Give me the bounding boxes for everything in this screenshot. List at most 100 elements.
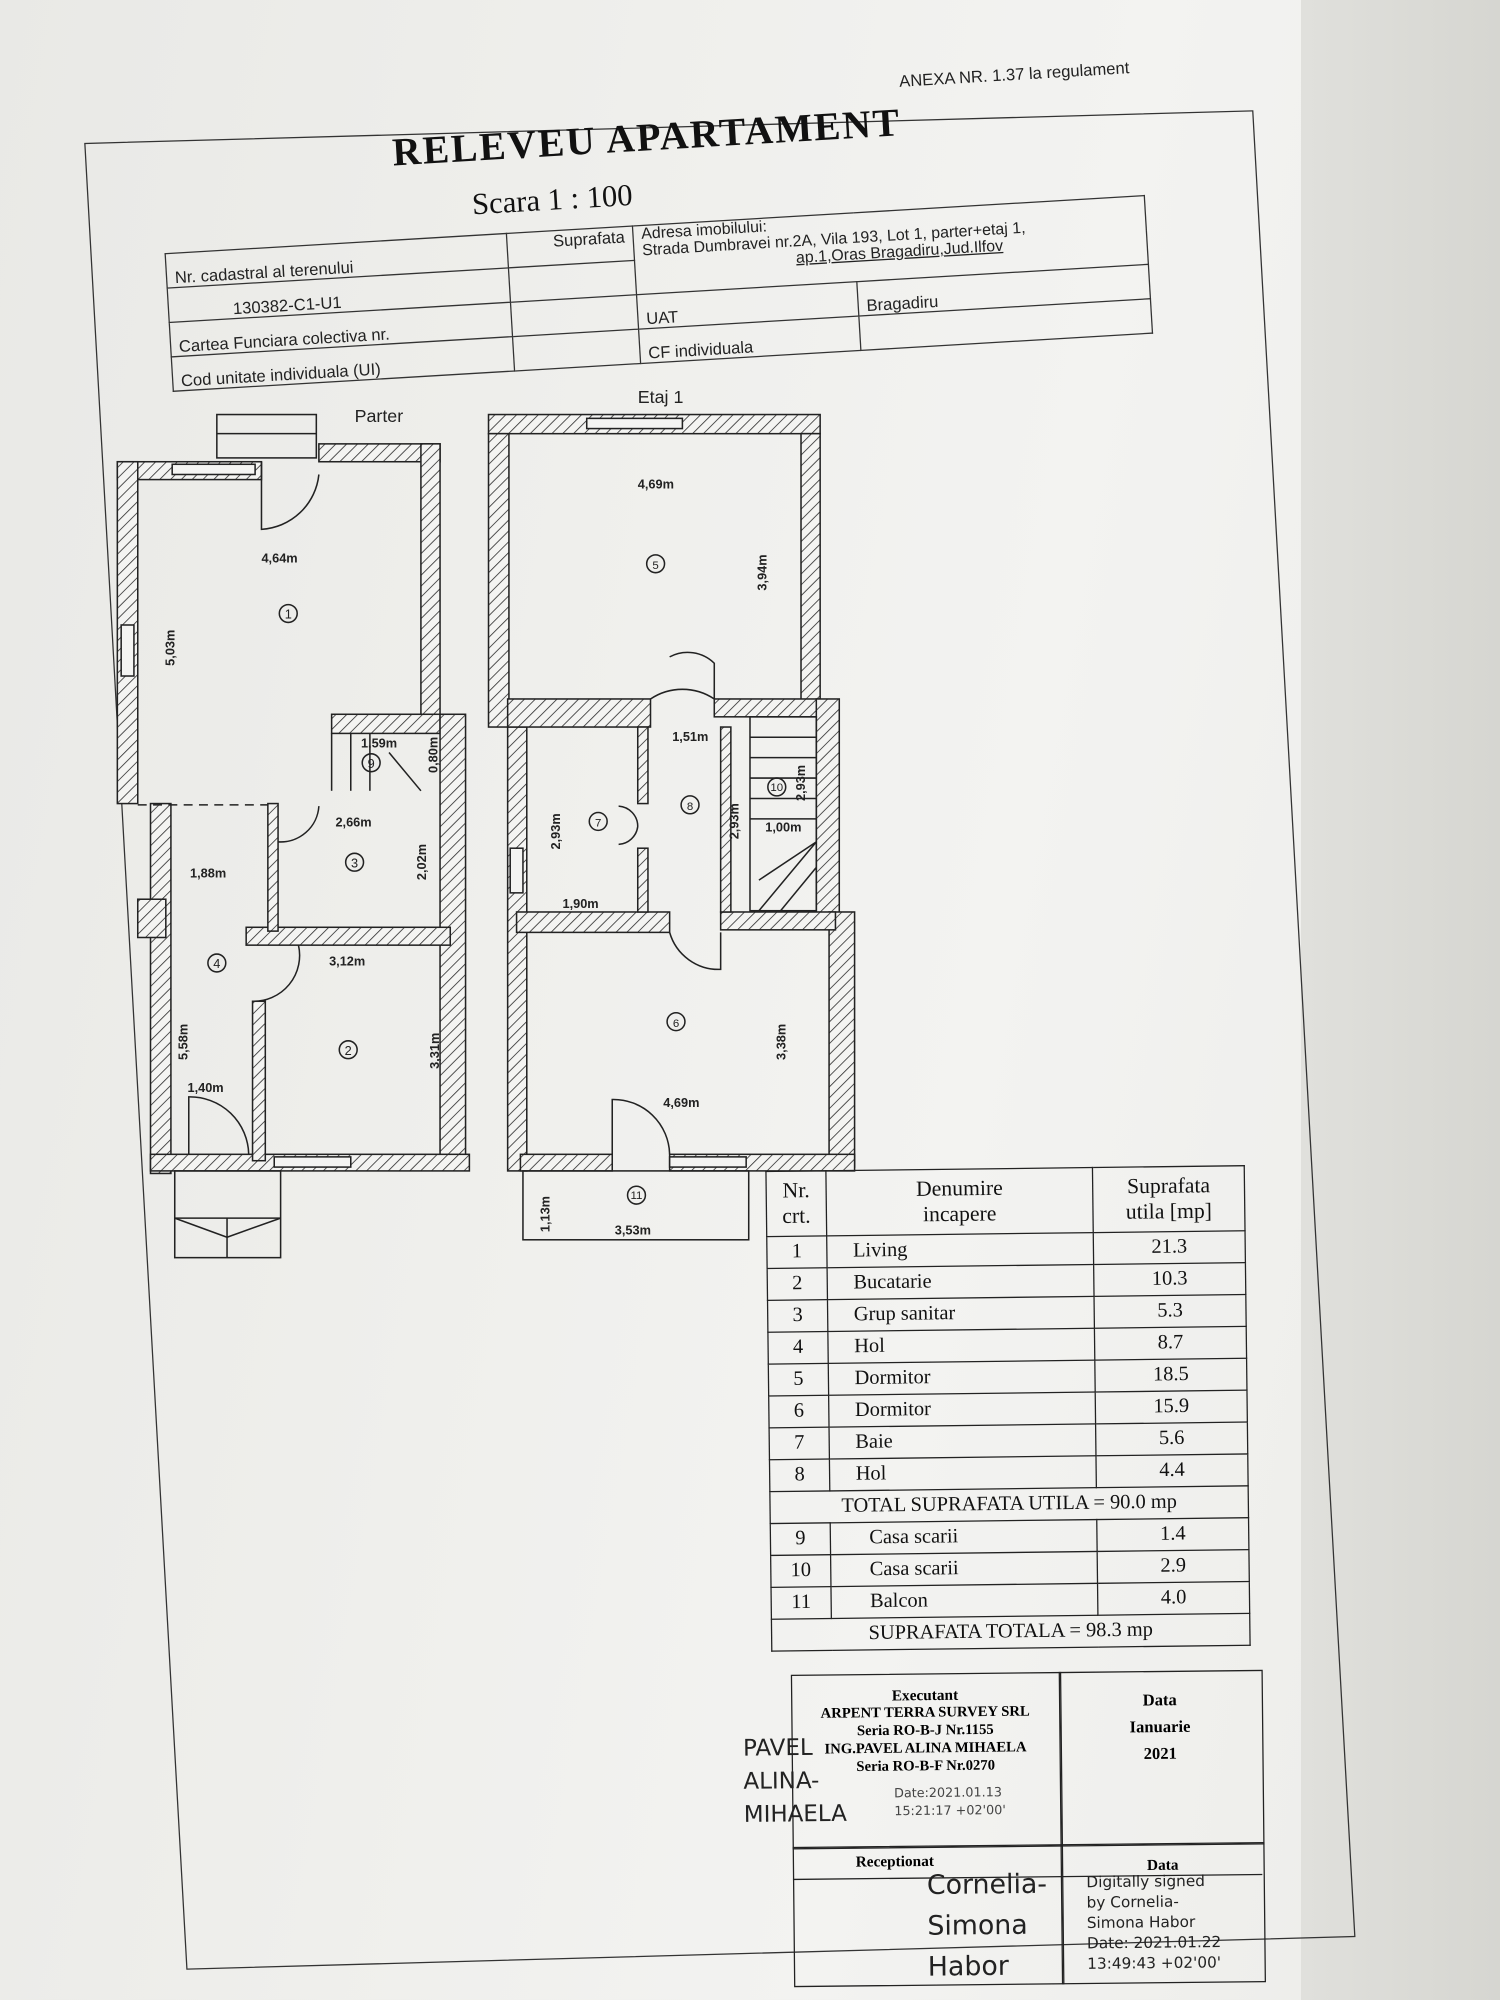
total-area: SUPRAFATA TOTALA = 98.3 mp [771, 1613, 1251, 1652]
date-value: Data Ianuarie 2021 [1059, 1685, 1261, 1767]
room-name: Casa scarii [830, 1519, 1098, 1555]
room-name: Dormitor [828, 1392, 1096, 1428]
dim-label: 2,93m [548, 813, 563, 849]
row-number: 1 [766, 1235, 828, 1269]
door [278, 806, 320, 843]
room-number: 3 [351, 855, 358, 870]
background-surface [1301, 0, 1500, 2000]
dim-label: 2,02m [414, 844, 429, 880]
row-number: 7 [769, 1427, 830, 1460]
etaj-label: Etaj 1 [638, 387, 684, 407]
dim-label: 3,53m [615, 1223, 651, 1238]
window [585, 417, 684, 430]
signature-block: Executant ARPENT TERRA SURVEY SRL Seria … [743, 1669, 1266, 1988]
date-month: Ianuarie [1129, 1716, 1191, 1737]
door [252, 944, 301, 1003]
dim-label: 1,51m [672, 729, 708, 744]
paper-sheet [0, 0, 1308, 2000]
row-number: 10 [770, 1554, 831, 1588]
room-number: 6 [673, 1018, 679, 1030]
door [618, 805, 639, 846]
room-area: 21.3 [1093, 1230, 1246, 1265]
door [650, 651, 716, 701]
room-area: 18.5 [1094, 1358, 1247, 1393]
window [509, 847, 524, 894]
room-area: 4.4 [1095, 1453, 1249, 1488]
door [188, 1096, 250, 1155]
company-name: ARPENT TERRA SURVEY SRL [820, 1704, 1030, 1722]
balcony-door [611, 1098, 671, 1155]
room-number: 2 [345, 1043, 352, 1058]
row-number: 3 [767, 1299, 828, 1333]
dim-label: 2,93m [793, 765, 808, 801]
window [668, 1156, 747, 1168]
room-number: 1 [285, 607, 292, 622]
stairs-9 [330, 733, 422, 792]
dim-label: 3,38m [774, 1024, 789, 1060]
row-number: 4 [767, 1331, 829, 1365]
dim-label: 1,90m [562, 896, 598, 911]
room-number: 7 [595, 818, 601, 830]
parter-plan: Parter [116, 406, 471, 1259]
room-number: 5 [652, 560, 658, 572]
window [120, 624, 135, 677]
room-name: Hol [827, 1328, 1095, 1364]
room-area: 15.9 [1095, 1390, 1248, 1424]
room-name: Casa scarii [830, 1551, 1098, 1587]
room-name: Living [826, 1232, 1094, 1268]
window [273, 1156, 352, 1168]
room-name: Grup sanitar [827, 1296, 1095, 1332]
dim-label: 4,69m [638, 477, 674, 492]
dim-label: 4,69m [663, 1095, 699, 1110]
dim-label: 1,13m [538, 1196, 553, 1232]
dim-label: 1,59m [361, 735, 397, 750]
room-number: 10 [770, 782, 783, 794]
room-number: 8 [687, 801, 693, 813]
dim-label: 2,93m [727, 803, 742, 839]
dim-label: 5,58m [175, 1024, 190, 1060]
parter-label: Parter [355, 406, 404, 426]
stairs-10 [749, 716, 818, 912]
room-area: 2.9 [1097, 1549, 1250, 1584]
balcony [522, 1170, 750, 1241]
row-number: 8 [769, 1459, 830, 1492]
dim-label: 3,12m [329, 954, 365, 969]
row-number: 2 [767, 1267, 828, 1301]
entrance-door [260, 461, 320, 531]
room-name: Dormitor [828, 1360, 1096, 1396]
room-area: 8.7 [1094, 1326, 1247, 1361]
room-area: 5.6 [1095, 1422, 1248, 1456]
room-number: 11 [631, 1190, 643, 1202]
etaj-walls [487, 413, 856, 1172]
parter-walls [116, 443, 471, 1175]
dim-label: 3,31m [427, 1033, 442, 1069]
dim-label: 0,80m [425, 737, 440, 773]
dim-label: 1,00m [765, 820, 801, 835]
dim-label: 4,64m [261, 550, 297, 565]
room-name: Balcon [830, 1583, 1098, 1619]
room-area: 1.4 [1096, 1517, 1249, 1552]
date-year: 2021 [1143, 1743, 1177, 1763]
door [668, 932, 722, 971]
dim-label: 1,88m [190, 866, 226, 881]
dim-label: 3,94m [755, 554, 770, 590]
dim-label: 1,40m [187, 1080, 223, 1095]
dim-label: 2,66m [335, 815, 371, 830]
etaj-plan: Etaj 1 [487, 387, 856, 1241]
date-label: Data [1142, 1689, 1177, 1710]
room-area: 5.3 [1094, 1294, 1247, 1329]
window [171, 463, 256, 476]
room-name: Bucatarie [827, 1264, 1095, 1300]
header-nr: Nr.crt. [765, 1170, 827, 1237]
room-number: 9 [368, 756, 375, 771]
room-area: 4.0 [1097, 1581, 1250, 1616]
